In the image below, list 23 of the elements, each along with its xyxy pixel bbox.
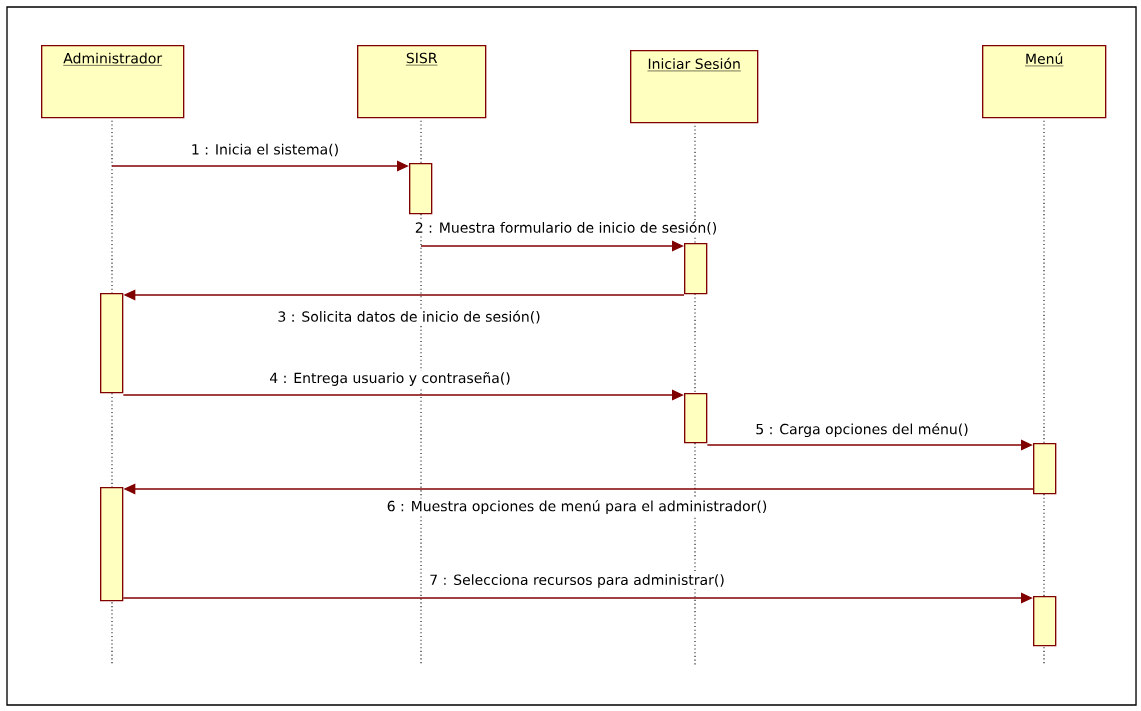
activation-bar bbox=[100, 487, 124, 602]
message-arrow bbox=[122, 592, 1033, 604]
message-arrow bbox=[122, 389, 684, 401]
edge-label: 1 : Inicia el sistema() bbox=[189, 142, 341, 158]
edge-label: 5 : Carga opciones del ménu() bbox=[754, 421, 971, 439]
lifeline-head: SISR bbox=[357, 45, 487, 119]
activation-bar bbox=[100, 293, 124, 394]
lifeline-head: Menú bbox=[982, 45, 1107, 119]
activation-bar bbox=[1033, 443, 1057, 495]
edge-label: 2 : Muestra formulario de inicio de sesión() bbox=[413, 220, 719, 236]
edge-label: 7 : Selecciona recursos para administrar() bbox=[427, 572, 727, 590]
activation-bar bbox=[684, 393, 708, 444]
activation-bar bbox=[409, 163, 433, 215]
activation-bar bbox=[1033, 596, 1057, 647]
edge-label: 6 : Muestra opciones de menú para el administrador() bbox=[385, 498, 769, 516]
edge-label: 4 : Entrega usuario y contraseña() bbox=[267, 370, 513, 388]
message-arrow bbox=[111, 160, 409, 172]
message-arrow bbox=[420, 240, 684, 252]
lifeline-head: Administrador bbox=[41, 45, 185, 119]
activation-bar bbox=[684, 243, 708, 295]
edge-label: 3 : Solicita datos de inicio de sesión() bbox=[276, 309, 542, 325]
message-arrow bbox=[706, 439, 1033, 451]
lifeline-head: Iniciar Sesión bbox=[630, 50, 759, 124]
